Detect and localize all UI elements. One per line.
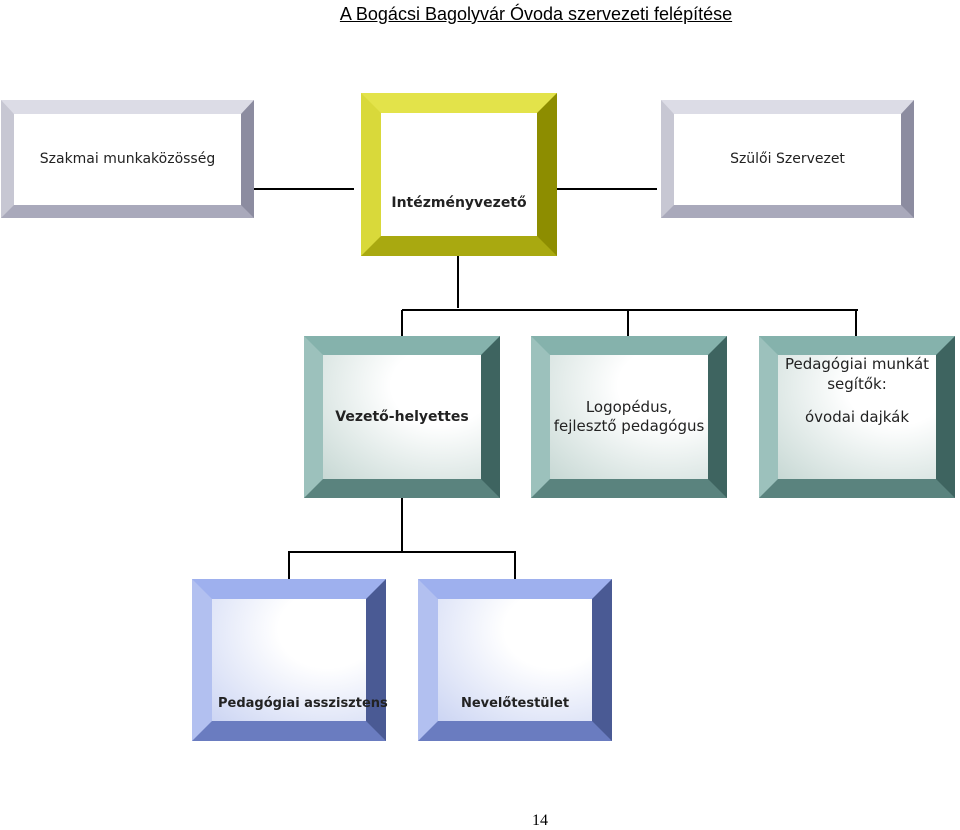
page-title: A Bogácsi Bagolyvár Óvoda szervezeti fel… (339, 4, 733, 24)
node-pedagogiai-asszisztens: Pedagógiai asszisztens (192, 579, 388, 741)
node-label-line2: segítők: (827, 374, 887, 393)
node-szuloi-szervezet: Szülői Szervezet (661, 100, 914, 218)
node-neveloestulet: Nevelőtestület (418, 579, 612, 741)
node-label-line3: óvodai dajkák (804, 408, 910, 426)
node-vezeto-helyettes: Vezető-helyettes (304, 336, 500, 498)
node-label: Szülői Szervezet (730, 151, 845, 168)
node-label-line1: Logopédus, (585, 397, 673, 416)
node-label: Pedagógiai asszisztens (218, 696, 388, 712)
node-label-line1: Pedagógiai munkát (784, 355, 930, 373)
page-number: 14 (532, 812, 548, 829)
node-label: Nevelőtestület (460, 696, 570, 712)
node-intezmenyvezeto: Intézményvezető (361, 93, 557, 256)
node-label: Intézményvezető (391, 194, 527, 211)
node-label: Szakmai munkaközösség (39, 151, 216, 168)
node-logopedus: Logopédus, fejlesztő pedagógus (531, 336, 727, 498)
node-szakmai-munkakozosseg: Szakmai munkaközösség (1, 100, 254, 218)
node-label-line2: fejlesztő pedagógus (553, 417, 705, 435)
node-label: Vezető-helyettes (335, 408, 469, 425)
node-pedagogiai-munkat-segitok: Pedagógiai munkát segítők: óvodai dajkák (759, 336, 955, 498)
